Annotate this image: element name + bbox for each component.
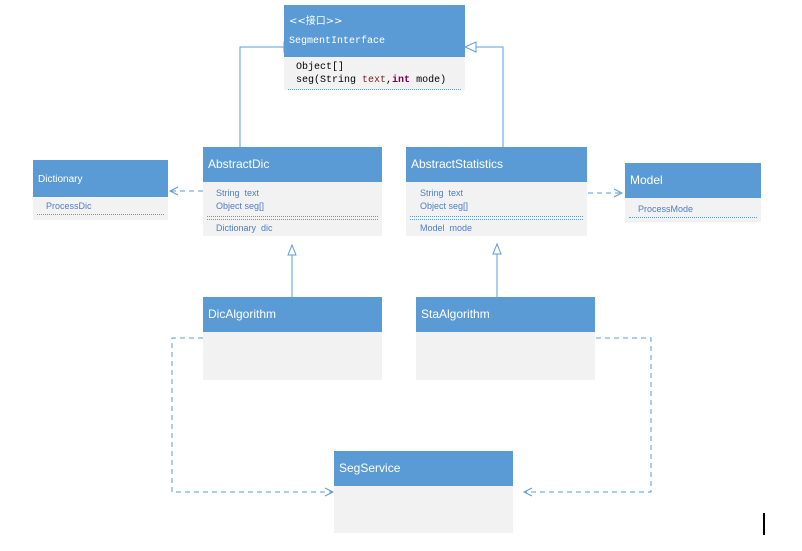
abstract-dic-attr-text: String text [216,188,260,198]
dictionary-box[interactable]: Dictionary ProcessDic [33,160,168,220]
dic-algorithm-box[interactable]: DicAlgorithm [203,297,382,380]
model-divider [629,217,757,218]
abstract-dic-header: AbstractDic [203,147,382,182]
abstract-dic-attr-dictionary: Dictionary dic [216,223,273,233]
model-box[interactable]: Model ProcessMode [625,163,761,222]
interface-name: SegmentInterface [289,36,386,47]
segment-interface-box[interactable]: <<接口>> SegmentInterface Object[] seg(Str… [284,5,465,90]
dictionary-body: ProcessDic [33,197,168,220]
dictionary-divider [37,214,164,215]
interface-divider [288,89,461,90]
sta-algorithm-box[interactable]: StaAlgorithm [416,297,595,380]
abstract-statistics-attr-model: Model mode [420,223,473,233]
abstract-statistics-attr-seg: Object seg[] [420,201,469,211]
sta-algorithm-body [416,332,595,380]
dic-algorithm-to-segservice [171,337,333,492]
dic-algorithm-generalization-head [287,243,297,256]
abstract-dic-divider [207,216,378,220]
seg-service-header: SegService [334,451,513,486]
seg-service-box[interactable]: SegService [334,451,513,533]
abstract-statistics-generalization-head [463,41,477,53]
model-header: Model [625,163,761,198]
interface-member: Object[] [296,62,345,73]
abstract-dic-box[interactable]: AbstractDic String text Object seg[] Dic… [203,147,382,236]
model-attr-processmode: ProcessMode [638,204,694,214]
interface-stereotype: <<接口>> [289,16,343,27]
segment-interface-header: <<接口>> SegmentInterface [284,5,465,57]
dictionary-header: Dictionary [33,160,168,197]
sta-algorithm-to-segservice [524,337,652,492]
abstract-statistics-body: String text Object seg[] Model mode [406,182,587,236]
abstract-statistics-generalization [476,46,504,147]
segment-interface-body: Object[] seg(String text,int mode) [284,57,465,90]
abstract-statistics-attr-text: String text [420,188,464,198]
abstract-dic-attr-seg: Object seg[] [216,201,265,211]
abstract-dic-generalization [239,46,284,147]
dic-algorithm-body [203,332,382,380]
seg-service-body [334,486,513,533]
text-cursor [763,513,765,535]
abstract-statistics-box[interactable]: AbstractStatistics String text Object se… [406,147,587,236]
sta-algorithm-header: StaAlgorithm [416,297,595,332]
interface-method: seg(String text,int mode) [296,75,447,86]
abstract-statistics-header: AbstractStatistics [406,147,587,182]
dic-algorithm-header: DicAlgorithm [203,297,382,332]
abstract-statistics-divider [410,216,583,220]
sta-algorithm-generalization-head [492,242,502,255]
model-body: ProcessMode [625,198,761,222]
dictionary-attr-processdic: ProcessDic [46,201,92,211]
abstract-dic-body: String text Object seg[] Dictionary dic [203,182,382,236]
